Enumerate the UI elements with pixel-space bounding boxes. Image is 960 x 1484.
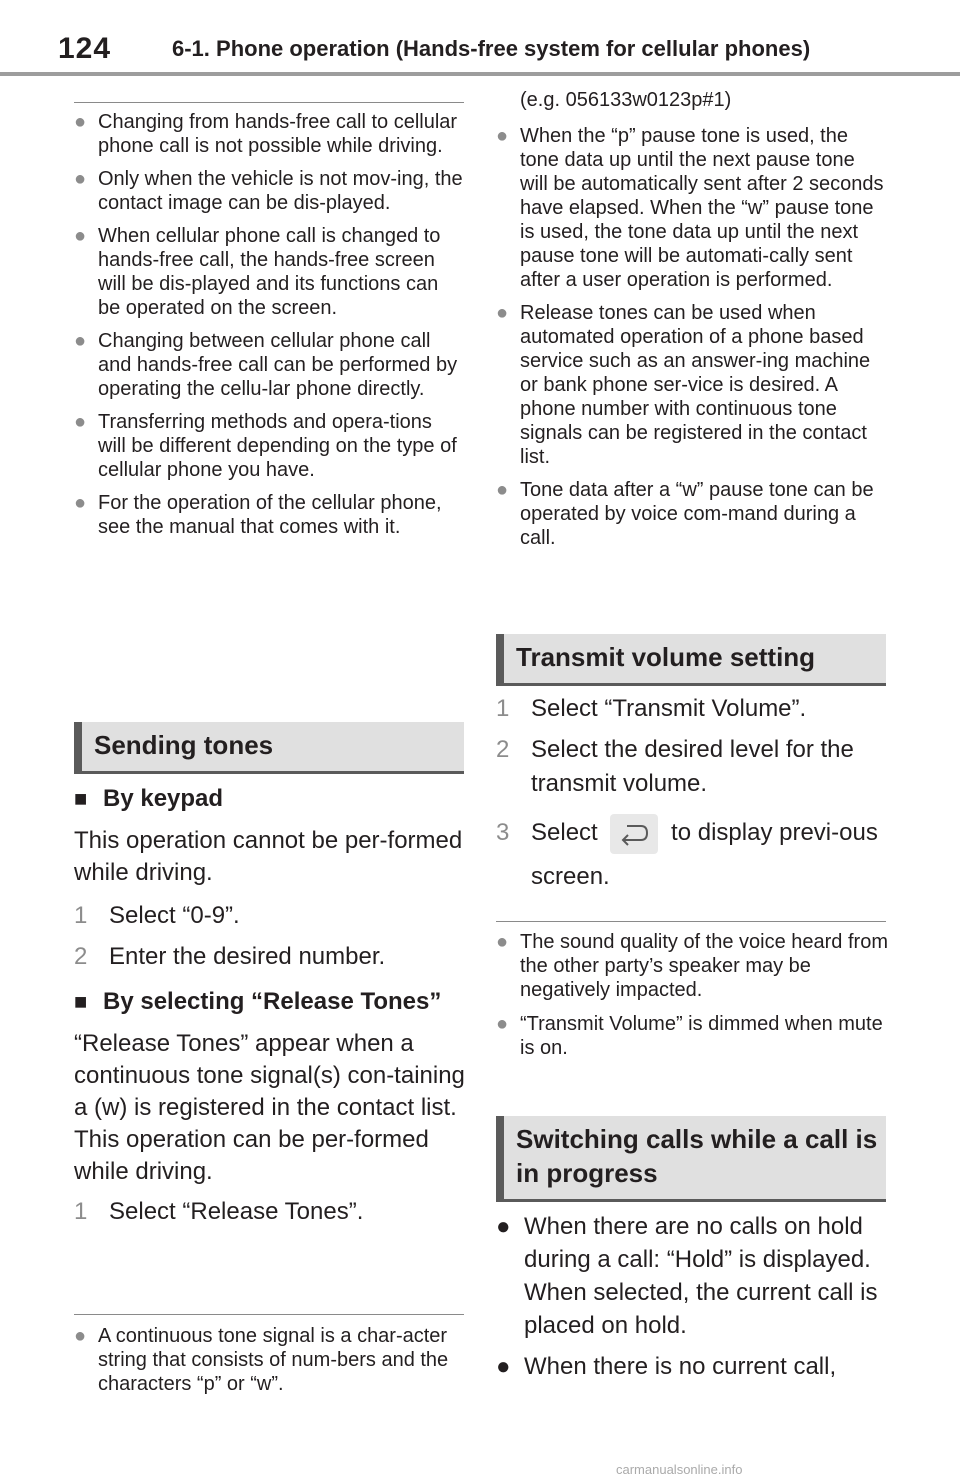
keypad-description: This operation cannot be per-formed whil… [74,827,463,886]
note-item: ● Changing between cellular phone call a… [74,330,458,400]
bullet-icon: ● [74,492,87,514]
step: 2 Select the desired level for the trans… [496,736,854,797]
note-item: ● The sound quality of the voice heard f… [496,931,888,1001]
bullet-icon: ● [496,479,509,501]
page-number: 124 [58,32,112,65]
step: 2 Enter the desired number. [74,943,386,970]
square-bullet-icon: ■ [74,786,88,811]
note-item: ● Only when the vehicle is not mov-ing, … [74,168,463,214]
note-item: ● When cellular phone call is changed to… [74,225,441,319]
square-bullet-icon: ■ [74,989,88,1014]
bullet-icon: ● [496,1353,511,1380]
note-item: ● “Transmit Volume” is dimmed when mute … [496,1013,883,1059]
list-item: ● When there is no current call, [496,1350,888,1383]
bullet-icon: ● [74,225,87,247]
sending-tones-content: ■ By keypad This operation cannot be per… [74,782,474,1229]
release-description-2: This operation can be per-formed while d… [74,1126,429,1185]
note-item: ● For the operation of the cellular phon… [74,492,442,538]
note-item: ● Release tones can be used when automat… [496,302,871,468]
chapter-title: 6-1. Phone operation (Hands-free system … [172,36,811,61]
transmit-volume-notes: ● The sound quality of the voice heard f… [496,930,888,1060]
bullet-icon: ● [496,1213,511,1240]
bullet-icon: ● [74,1325,87,1347]
step: 3 Select to display previ-ous screen. [496,811,888,899]
switching-content: ● When there are no calls on hold during… [496,1210,888,1383]
section-heading-switching-calls: Switching calls while a call is in progr… [496,1116,886,1202]
notes-rule [74,102,464,103]
bullet-icon: ● [74,411,87,433]
transmit-volume-steps: 1 Select “Transmit Volume”. 2 Select the… [496,692,888,899]
header-rule [0,72,960,76]
step: 1 Select “Release Tones”. [74,1198,364,1225]
note-item: ● Tone data after a “w” pause tone can b… [496,479,874,549]
note-item: ● Transferring methods and opera-tions w… [74,411,457,481]
subsection-title-release: ■ By selecting “Release Tones” [74,985,474,1019]
note-item: ● A continuous tone signal is a char-act… [74,1325,449,1395]
bullet-icon: ● [496,1013,509,1035]
example-text: (e.g. 056133w0123p#1) [520,89,732,111]
bullet-icon: ● [496,125,509,147]
right-notes: ● When the “p” pause tone is used, the t… [496,124,888,550]
watermark: carmanualsonline.info [616,1462,743,1477]
notes-rule [496,921,886,922]
section-heading-sending-tones: Sending tones [74,722,464,774]
back-arrow-icon [610,813,659,854]
bullet-icon: ● [496,302,509,324]
bullet-icon: ● [74,330,87,352]
subsection-title-keypad: ■ By keypad [74,782,474,816]
release-description: “Release Tones” appear when a continuous… [74,1030,465,1121]
step: 1 Select “Transmit Volume”. [496,695,807,722]
note-item: ● When the “p” pause tone is used, the t… [496,125,884,291]
bullet-icon: ● [496,931,509,953]
bullet-icon: ● [74,168,87,190]
notes-rule [74,1314,464,1315]
step: 1 Select “0-9”. [74,902,240,929]
note-item: ● Changing from hands-free call to cellu… [74,111,458,157]
bullet-icon: ● [74,111,87,133]
left-notes: ● Changing from hands-free call to cellu… [74,110,464,539]
list-item: ● When there are no calls on hold during… [496,1210,888,1342]
section-heading-transmit-volume: Transmit volume setting [496,634,886,686]
